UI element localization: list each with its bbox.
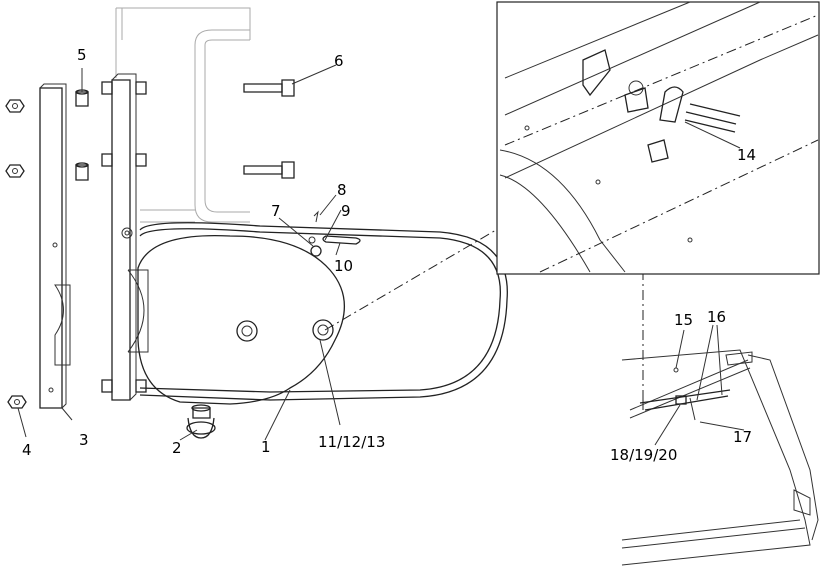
part-4-nuts [5, 99, 27, 409]
callout-3: 3 [79, 431, 89, 449]
callout-4: 4 [22, 441, 32, 459]
upright-mounting-post [101, 73, 149, 401]
callout-14: 14 [737, 146, 756, 164]
callout-11-12-13: 11/12/13 [318, 433, 385, 451]
lower-right-assembly [621, 349, 819, 566]
callout-5: 5 [77, 46, 87, 64]
callout-1: 1 [261, 438, 271, 456]
callout-6: 6 [334, 52, 344, 70]
mounting-bracket-outline [115, 7, 251, 223]
parts-7-10-hardware [308, 210, 361, 257]
callout-9: 9 [341, 202, 351, 220]
part-3-flat-bar [39, 83, 71, 409]
callout-8: 8 [337, 181, 347, 199]
callout-10: 10 [334, 257, 353, 275]
part-2-fitting [186, 404, 216, 439]
part-6-bolts [243, 79, 295, 179]
callout-16: 16 [707, 308, 726, 326]
part-1-guard-body [137, 222, 508, 405]
callout-17: 17 [733, 428, 752, 446]
callout-7: 7 [271, 202, 281, 220]
leader-lines [17, 64, 745, 446]
callout-2: 2 [172, 439, 182, 457]
callout-18-19-20: 18/19/20 [610, 446, 677, 464]
callout-15: 15 [674, 311, 693, 329]
center-line [324, 139, 651, 400]
detail-view-14 [496, 1, 820, 275]
part-5-spacers [75, 89, 89, 181]
